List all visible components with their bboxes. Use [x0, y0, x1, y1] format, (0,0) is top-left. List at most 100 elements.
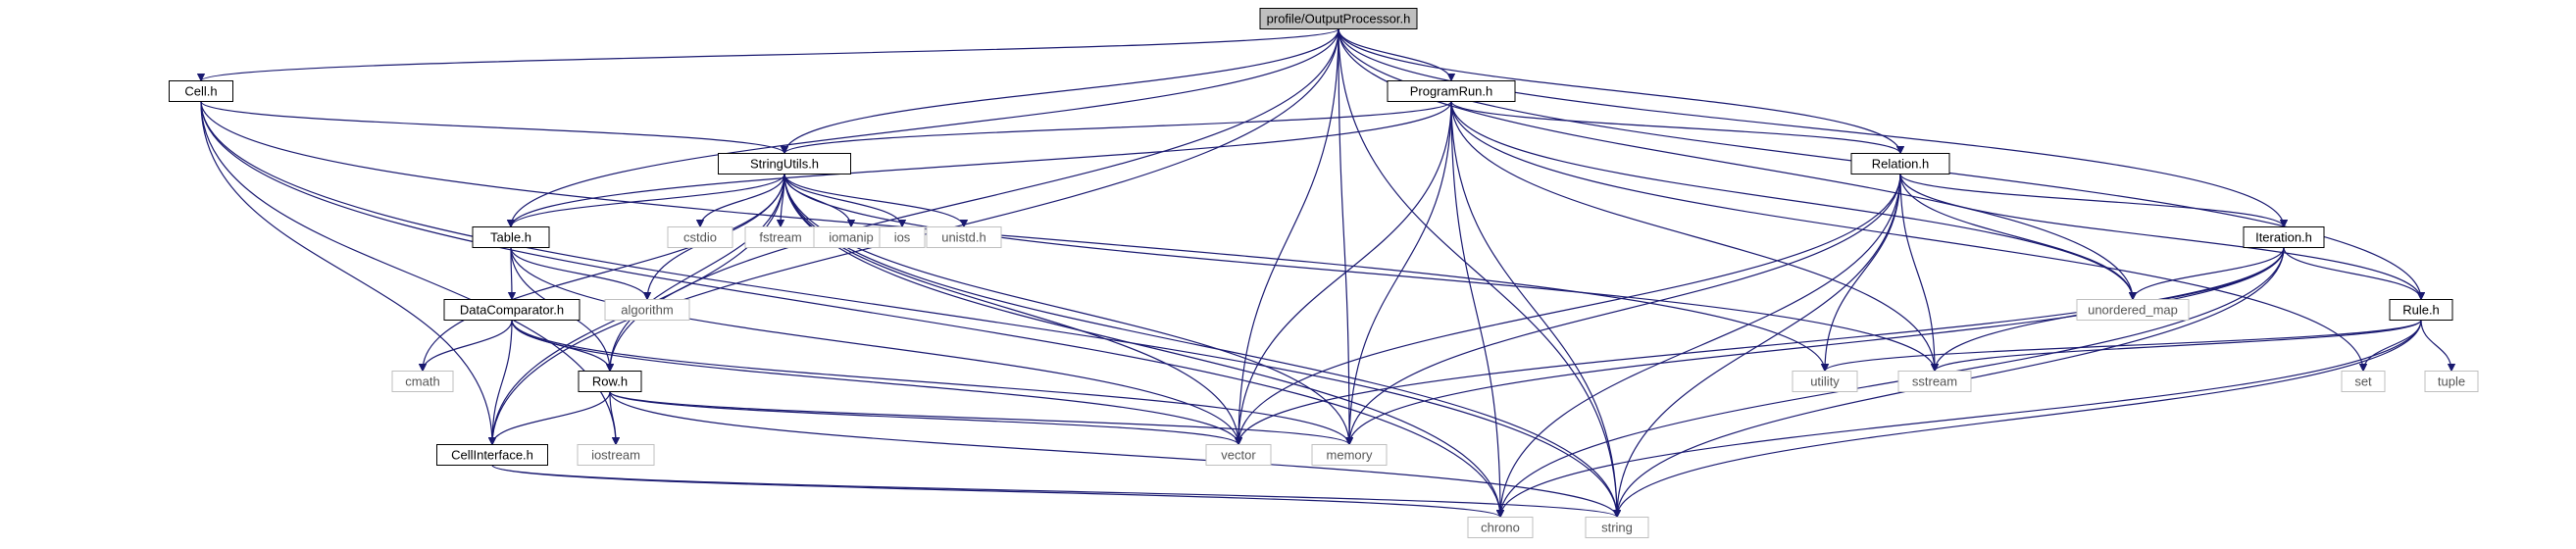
node-fstream: fstream [744, 226, 817, 248]
edge-dc-to-ci [487, 320, 513, 446]
edge-iter-to-memory [1344, 247, 2285, 446]
node-prog[interactable]: ProgramRun.h [1387, 80, 1516, 102]
node-box-tuple [2424, 371, 2479, 392]
node-label-vector: vector [1221, 448, 1256, 463]
edge-table-to-vector [510, 247, 1243, 446]
node-box-sstream [1897, 371, 1972, 392]
edge-row-to-vector [609, 390, 1243, 446]
node-box-rel [1850, 153, 1950, 175]
edge-str-to-cstdio [695, 174, 785, 228]
edge-rule-to-set [2358, 320, 2422, 373]
edge-out-to-str [780, 28, 1339, 155]
node-box-iter [2243, 226, 2325, 248]
edge-str-to-row [605, 174, 785, 373]
node-box-chrono [1467, 517, 1534, 538]
edge-str-to-ios [783, 174, 907, 228]
edge-rule-to-chrono [1495, 320, 2422, 519]
node-rule[interactable]: Rule.h [2389, 299, 2453, 321]
edge-out-to-string [1338, 28, 1622, 519]
node-dc[interactable]: DataComparator.h [443, 299, 581, 321]
edge-str-to-string [783, 174, 1622, 519]
node-label-rule: Rule.h [2402, 303, 2440, 318]
edge-iter-to-vector [1234, 247, 2285, 446]
node-vector: vector [1205, 444, 1272, 466]
node-box-ios [879, 226, 926, 248]
edge-rule-to-utility [1820, 319, 2422, 373]
node-label-string: string [1601, 521, 1633, 535]
node-cstdio: cstdio [667, 226, 733, 248]
node-box-cell [169, 80, 233, 102]
edge-prog-to-vector [1234, 101, 1452, 446]
node-box-row [578, 371, 642, 392]
edge-prog-to-table [506, 101, 1452, 228]
node-box-cmath [391, 371, 454, 392]
edge-row-to-string [609, 391, 1622, 519]
node-label-ci: CellInterface.h [451, 448, 533, 463]
node-label-cstdio: cstdio [683, 230, 717, 245]
edge-iter-to-rule [2283, 247, 2426, 301]
node-unistd: unistd.h [926, 226, 1002, 248]
edge-cell-to-chrono [200, 101, 1505, 519]
node-label-sstream: sstream [1912, 374, 1957, 389]
node-cmath: cmath [391, 371, 454, 392]
edge-row-to-memory [609, 390, 1353, 446]
node-box-vector [1205, 444, 1272, 466]
node-box-string [1585, 517, 1649, 538]
node-box-umap [2076, 299, 2190, 321]
edge-out-to-prog [1338, 28, 1456, 82]
node-iomanip: iomanip [813, 226, 889, 248]
edge-rule-to-tuple [2420, 320, 2456, 373]
edge-rel-to-memory [1344, 174, 1901, 446]
node-label-iostream: iostream [591, 448, 640, 463]
node-sstream: sstream [1897, 371, 1972, 392]
node-label-tuple: tuple [2438, 374, 2465, 389]
node-str[interactable]: StringUtils.h [718, 153, 851, 175]
node-label-chrono: chrono [1481, 521, 1520, 535]
node-box-rule [2389, 299, 2453, 321]
node-memory: memory [1311, 444, 1388, 466]
node-box-out [1259, 8, 1418, 29]
node-label-out: profile/OutputProcessor.h [1267, 12, 1411, 26]
edge-row-to-ci [487, 391, 611, 446]
node-box-unistd [926, 226, 1002, 248]
node-umap: unordered_map [2076, 299, 2190, 321]
node-box-utility [1792, 371, 1858, 392]
node-cell[interactable]: Cell.h [169, 80, 233, 102]
edge-out-to-memory [1338, 28, 1354, 446]
edge-rel-to-string [1612, 174, 1901, 519]
edge-cell-to-utility [200, 101, 1830, 373]
node-label-table: Table.h [490, 230, 531, 245]
node-out[interactable]: profile/OutputProcessor.h [1259, 8, 1418, 29]
node-chrono: chrono [1467, 517, 1534, 538]
node-row[interactable]: Row.h [578, 371, 642, 392]
edge-out-to-row [605, 28, 1339, 373]
node-label-fstream: fstream [759, 230, 801, 245]
edge-rel-to-chrono [1495, 174, 1901, 519]
node-algorithm: algorithm [604, 299, 690, 321]
edge-rule-to-string [1612, 320, 2422, 519]
edge-out-to-rel [1338, 28, 1905, 155]
edge-out-to-vector [1234, 28, 1339, 446]
edge-out-to-table [506, 28, 1339, 228]
edge-ci-to-string [491, 464, 1621, 519]
edge-str-to-chrono [783, 174, 1505, 519]
edge-prog-to-umap [1450, 101, 2138, 301]
node-label-dc: DataComparator.h [460, 303, 564, 318]
node-ios: ios [879, 226, 926, 248]
edge-str-to-unistd [783, 174, 969, 228]
node-rel[interactable]: Relation.h [1850, 153, 1950, 175]
edge-str-to-sstream [783, 174, 1940, 373]
edge-rel-to-umap [1899, 174, 2138, 301]
edge-iter-to-umap [2128, 247, 2285, 301]
edge-dc-to-cmath [418, 320, 513, 373]
node-label-algorithm: algorithm [621, 303, 673, 318]
node-label-cell: Cell.h [184, 84, 217, 99]
node-box-ci [436, 444, 548, 466]
node-table[interactable]: Table.h [472, 226, 550, 248]
edge-rel-to-iter [1899, 174, 2289, 228]
node-iter[interactable]: Iteration.h [2243, 226, 2325, 248]
node-box-prog [1387, 80, 1516, 102]
edge-str-to-vector [783, 174, 1243, 446]
node-ci[interactable]: CellInterface.h [436, 444, 548, 466]
